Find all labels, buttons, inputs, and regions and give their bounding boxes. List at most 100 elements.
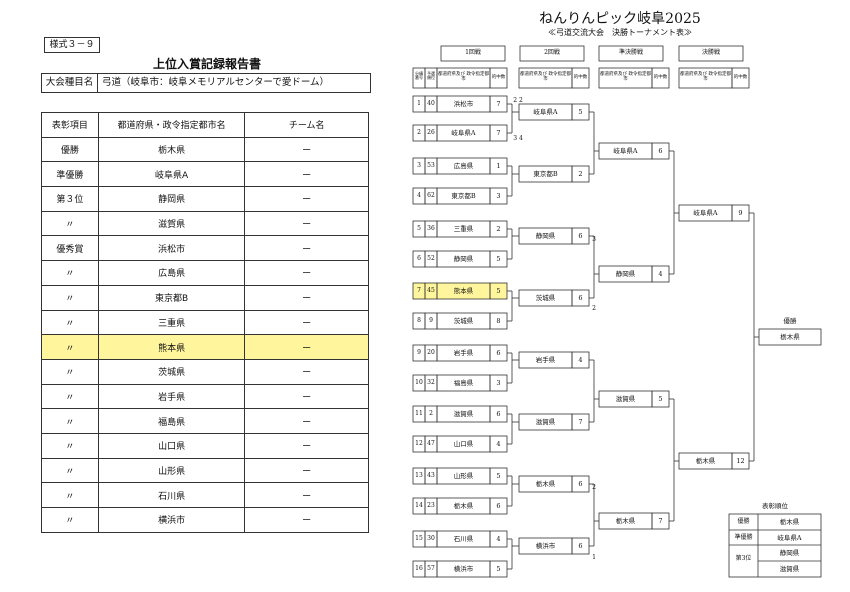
r1-no: 5 bbox=[417, 225, 421, 232]
awards-title: 表彰順位 bbox=[762, 502, 788, 510]
award-label: 準優勝 bbox=[734, 534, 753, 541]
r1-no-box bbox=[412, 344, 426, 362]
r1-no-box bbox=[412, 405, 426, 423]
r2-hits: 4 bbox=[578, 356, 583, 364]
winner-label: 優勝 bbox=[783, 317, 797, 325]
r1-no: 12 bbox=[415, 440, 423, 447]
r1-hits: 3 bbox=[496, 192, 501, 200]
sf-hits: 4 bbox=[658, 270, 663, 278]
r1-no: 6 bbox=[417, 255, 421, 262]
r1-team-box bbox=[436, 157, 491, 175]
r1-team: 福島県 bbox=[453, 379, 474, 387]
cell-team: 熊本県 bbox=[97, 334, 246, 360]
r2-hits: 7 bbox=[578, 418, 583, 426]
r2-team-box bbox=[518, 227, 573, 245]
r2-hits-box bbox=[571, 227, 590, 245]
round-label-box bbox=[678, 45, 744, 62]
col-header-no: 分構 番号 bbox=[415, 71, 423, 80]
r1-hits: 5 bbox=[496, 472, 501, 480]
r1-hits-box bbox=[489, 497, 508, 515]
award-team: 静岡県 bbox=[779, 549, 800, 557]
final-hits-box bbox=[731, 452, 750, 470]
r1-rank-box bbox=[424, 497, 438, 515]
final-hits-box bbox=[731, 204, 750, 222]
r1-team-box bbox=[436, 467, 491, 485]
r1-no-box bbox=[412, 187, 426, 205]
final-team: 岐阜県A bbox=[693, 209, 718, 217]
r2-team-box bbox=[518, 289, 573, 307]
r2-hits: 6 bbox=[578, 542, 583, 550]
r1-hits-box bbox=[489, 405, 508, 423]
sf-team: 滋賀県 bbox=[615, 395, 636, 403]
r1-rank-box bbox=[424, 250, 438, 268]
r2-team: 滋賀県 bbox=[535, 418, 556, 426]
cell-team: 滋賀県 bbox=[97, 210, 246, 237]
r1-hits: 5 bbox=[496, 255, 501, 263]
bracket-title: ねんりんピック岐阜2025 bbox=[539, 11, 701, 27]
cell-name: ー bbox=[244, 210, 369, 237]
r2-team: 栃木県 bbox=[535, 480, 556, 488]
r1-team-box bbox=[436, 250, 491, 268]
sf-hits: 6 bbox=[658, 147, 663, 155]
r1-no: 8 bbox=[417, 317, 421, 324]
table-row: 優秀賞浜松市ー bbox=[41, 235, 369, 262]
sf-team-box bbox=[598, 265, 653, 283]
award-team: 岐阜県A bbox=[777, 534, 802, 542]
r2-hits-box bbox=[571, 165, 590, 183]
r1-hits-box bbox=[489, 374, 508, 392]
r1-no: 7 bbox=[417, 287, 421, 294]
r1-team: 山形県 bbox=[453, 472, 474, 480]
r1-rank: 20 bbox=[427, 349, 435, 356]
cell-team: 浜松市 bbox=[97, 235, 246, 262]
r1-no: 2 bbox=[417, 129, 421, 136]
r1-team: 熊本県 bbox=[453, 287, 474, 295]
r1-team: 岩手県 bbox=[453, 349, 474, 357]
r1-team: 浜松市 bbox=[453, 100, 474, 108]
final-team-box bbox=[678, 204, 733, 222]
shootoff-note: 3 4 bbox=[513, 135, 523, 142]
shootoff-note: 2 bbox=[592, 305, 596, 312]
r1-team: 茨城県 bbox=[453, 317, 474, 325]
r1-hits-box bbox=[489, 95, 508, 113]
r1-rank: 30 bbox=[427, 535, 435, 542]
r1-no: 13 bbox=[415, 472, 423, 479]
cell-name: ー bbox=[244, 383, 369, 410]
r1-team-box bbox=[436, 344, 491, 362]
final-hits: 9 bbox=[738, 209, 743, 217]
r1-team-box bbox=[436, 187, 491, 205]
r1-no: 15 bbox=[415, 535, 423, 542]
r1-no-box bbox=[412, 435, 426, 453]
r1-rank: 2 bbox=[429, 410, 433, 417]
r2-team: 東京都B bbox=[533, 170, 558, 178]
tournament-name-value: 弓道（岐阜市：岐阜メモリアルセンターで愛ドーム） bbox=[102, 77, 330, 88]
r1-hits: 8 bbox=[496, 317, 501, 325]
col-header-team: 都道府県及び 政令指定都市 bbox=[520, 72, 571, 82]
r2-team: 茨城県 bbox=[535, 294, 556, 302]
r1-hits-box bbox=[489, 250, 508, 268]
r1-hits: 7 bbox=[496, 100, 501, 108]
r2-team: 岩手県 bbox=[535, 356, 556, 364]
r1-team: 東京都B bbox=[451, 192, 476, 200]
r1-rank-box bbox=[424, 95, 438, 113]
cell-name: ー bbox=[244, 408, 369, 434]
r1-hits: 5 bbox=[496, 565, 501, 573]
col-header-box bbox=[436, 67, 491, 89]
final-hits: 12 bbox=[736, 457, 745, 465]
col-header-box bbox=[731, 67, 750, 89]
col-header-hits: 的中数 bbox=[491, 75, 506, 80]
sf-hits-box bbox=[651, 142, 670, 160]
r1-team-box bbox=[436, 405, 491, 423]
r1-team-box bbox=[436, 312, 491, 330]
r2-team-box bbox=[518, 413, 573, 431]
col-header-hits: 的中数 bbox=[653, 75, 668, 80]
r1-rank: 62 bbox=[427, 192, 435, 199]
cell-award: 〃 bbox=[41, 507, 99, 533]
r2-hits-box bbox=[571, 413, 590, 431]
r1-rank: 57 bbox=[427, 565, 435, 572]
round-label-3: 決勝戦 bbox=[701, 49, 720, 56]
cell-award: 〃 bbox=[41, 210, 99, 237]
r1-rank: 43 bbox=[427, 472, 435, 479]
cell-name: ー bbox=[244, 482, 369, 508]
r1-hits-box bbox=[489, 282, 508, 300]
